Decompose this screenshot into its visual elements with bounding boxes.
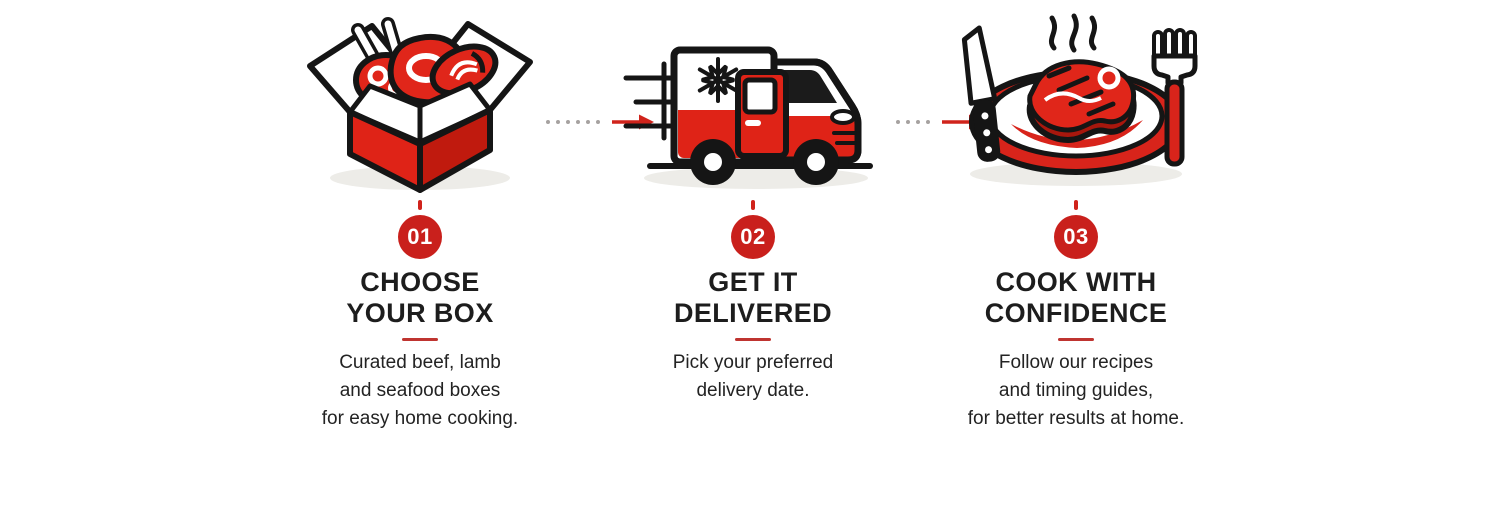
salmon-fillet-icon xyxy=(429,43,499,97)
step-number-badge: 03 xyxy=(1054,215,1098,259)
step-description-line: Curated beef, lamb xyxy=(339,352,501,373)
step-description: Follow our recipes and timing guides, for … xyxy=(968,349,1185,433)
step-title-line: CHOOSE xyxy=(360,267,480,297)
title-divider xyxy=(402,338,438,341)
title-divider xyxy=(1058,338,1094,341)
plate-swoosh xyxy=(1011,120,1143,148)
dotted-line xyxy=(896,120,936,124)
box-front-right xyxy=(417,107,493,193)
refrigerated-van-icon xyxy=(623,46,873,189)
knife-icon xyxy=(961,25,1001,162)
step-connector-tick xyxy=(751,200,755,210)
grille-lines xyxy=(832,131,857,145)
windshield xyxy=(782,70,837,103)
steam-icon xyxy=(1048,13,1098,53)
step-description-line: delivery date. xyxy=(696,380,810,401)
delivery-van-illustration xyxy=(618,2,888,194)
grilled-steak-icon xyxy=(1027,59,1137,133)
step-description-line: Pick your preferred xyxy=(672,352,834,373)
fork-icon xyxy=(1151,28,1198,167)
door-handle xyxy=(745,120,761,126)
title-divider xyxy=(735,338,771,341)
step-number-badge: 02 xyxy=(731,215,775,259)
van-front-red xyxy=(776,116,856,158)
meat-box-illustration xyxy=(302,2,538,194)
step-description-line: and timing guides, xyxy=(998,380,1154,401)
speed-lines-icon xyxy=(623,61,683,141)
snowflake-icon xyxy=(697,57,739,103)
open-box-of-meat-icon xyxy=(307,17,533,193)
step-title-line: DELIVERED xyxy=(673,298,833,328)
step-description-line: for easy home cooking. xyxy=(321,408,519,429)
step-connector-tick xyxy=(418,200,422,210)
step-description-line: Follow our recipes xyxy=(998,352,1154,373)
steak-plate-illustration xyxy=(941,2,1211,194)
step-title-line: CONFIDENCE xyxy=(984,298,1168,328)
headlight xyxy=(830,109,856,125)
dotted-line xyxy=(546,120,606,124)
step-title-line: YOUR BOX xyxy=(346,298,494,328)
step-connector-tick xyxy=(1074,200,1078,210)
steak-dinner-icon xyxy=(961,13,1198,186)
step-description: Curated beef, lamb and seafood boxes for e… xyxy=(322,349,518,433)
door-window xyxy=(742,77,778,115)
step-number-badge: 01 xyxy=(398,215,442,259)
step-title-line: GET IT xyxy=(708,267,798,297)
step-description-line: for better results at home. xyxy=(967,408,1185,429)
step-description-line: and seafood boxes xyxy=(339,380,501,401)
step-title-line: COOK WITH xyxy=(995,267,1157,297)
step-description: Pick your preferred delivery date. xyxy=(673,349,834,405)
